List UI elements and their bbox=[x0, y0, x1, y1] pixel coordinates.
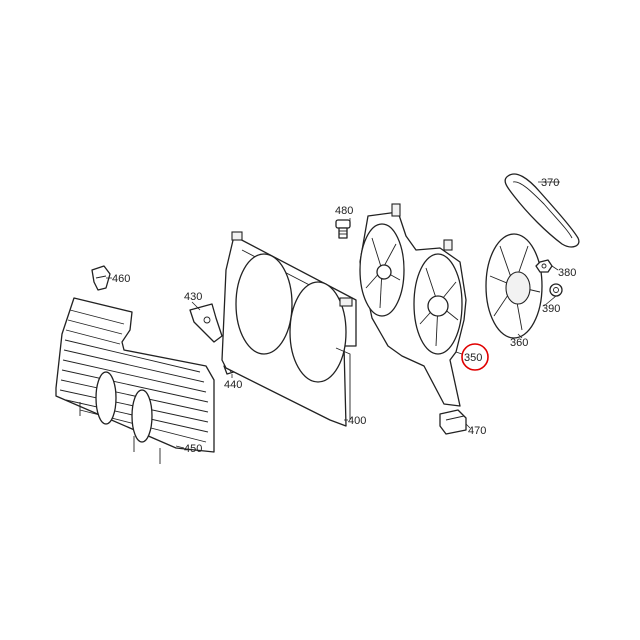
callout-460: 460 bbox=[112, 273, 130, 285]
callout-480: 480 bbox=[335, 205, 353, 217]
callout-430: 430 bbox=[184, 291, 202, 303]
callout-370: 370 bbox=[541, 177, 559, 189]
part-380-nut[interactable] bbox=[535, 259, 553, 273]
leader-lines bbox=[106, 181, 560, 449]
callout-450: 450 bbox=[184, 443, 202, 455]
part-390-washer[interactable] bbox=[549, 283, 563, 297]
callout-400: 400 bbox=[348, 415, 366, 427]
part-480-bolt[interactable] bbox=[335, 219, 351, 239]
highlight-circle bbox=[461, 343, 489, 371]
callout-380: 380 bbox=[558, 267, 576, 279]
callout-360: 360 bbox=[510, 337, 528, 349]
part-460-clip[interactable] bbox=[91, 265, 111, 291]
callout-390: 390 bbox=[542, 303, 560, 315]
callout-470: 470 bbox=[468, 425, 486, 437]
part-350-fan-assembly[interactable] bbox=[359, 203, 467, 407]
callout-440: 440 bbox=[224, 379, 242, 391]
part-470-grommet[interactable] bbox=[439, 409, 467, 435]
part-360-fan[interactable] bbox=[485, 233, 543, 339]
part-370-seal-ring[interactable] bbox=[504, 173, 580, 248]
part-450-grille[interactable] bbox=[55, 297, 215, 464]
callout-350: 350 bbox=[464, 352, 482, 364]
part-400-shroud[interactable] bbox=[221, 231, 357, 427]
part-430-bracket[interactable] bbox=[189, 303, 223, 343]
